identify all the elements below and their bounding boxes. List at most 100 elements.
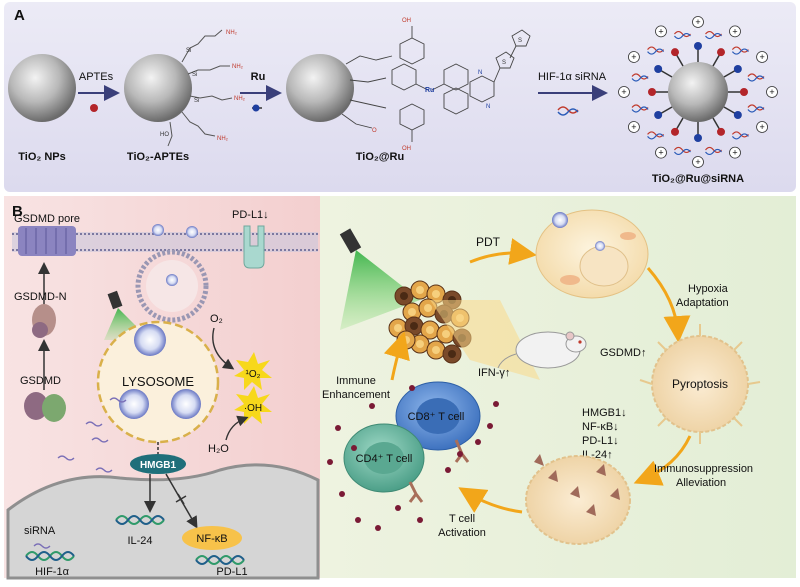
tio2-nanoparticle-icon bbox=[8, 54, 76, 122]
dna-il24-icon bbox=[115, 515, 165, 525]
arrow-hypoxia bbox=[646, 267, 691, 343]
label-gsdmd-n: GSDMD-N bbox=[14, 291, 67, 303]
label-hypoxia: Hypoxia bbox=[688, 283, 729, 295]
label-tcell: T cell bbox=[449, 513, 475, 525]
positive-charge-label: + bbox=[631, 122, 636, 132]
cd8-tcell-icon bbox=[395, 381, 481, 463]
label-gsdmd-up: GSDMD↑ bbox=[600, 347, 646, 359]
label-tio2-aptes: TiO₂-APTEs bbox=[127, 151, 189, 163]
label-pyroptosis: Pyroptosis bbox=[672, 377, 728, 391]
positive-charge-label: + bbox=[759, 52, 764, 62]
chem-nh2-2: NH₂ bbox=[232, 64, 244, 70]
pdl1-receptor-icon bbox=[243, 225, 265, 269]
pyroptosis-cell-icon bbox=[639, 324, 761, 444]
cell-membrane bbox=[12, 232, 318, 252]
chem-oh-top: OH bbox=[402, 18, 411, 24]
sirna-fragments bbox=[57, 397, 127, 473]
endocytosis-vesicle bbox=[135, 224, 209, 323]
chem-oh-bottom: OH bbox=[402, 146, 411, 152]
hmgb1-node bbox=[130, 454, 186, 474]
label-nfkb: NF-κB bbox=[196, 533, 227, 545]
lysosome bbox=[96, 320, 220, 444]
chem-nh: N bbox=[486, 104, 490, 110]
label-pdl1-down: PD-L1↓ bbox=[232, 209, 269, 221]
hydroxyl-radical-burst-icon bbox=[234, 386, 272, 424]
marker-nfkb: NF-κB↓ bbox=[582, 421, 619, 433]
positive-charge-label: + bbox=[695, 157, 700, 167]
gsdmd-n-protein-icon bbox=[32, 304, 56, 338]
chem-nh2-1: NH₂ bbox=[226, 30, 238, 36]
positive-charge-label: + bbox=[732, 148, 737, 158]
aptes-dot-icon bbox=[90, 104, 98, 112]
tumor-glow bbox=[430, 300, 540, 380]
laser-icon-right bbox=[339, 228, 420, 330]
label-immune: Immune bbox=[336, 375, 376, 387]
dna-hif-icon bbox=[25, 543, 75, 561]
ru-complex-icon bbox=[252, 104, 262, 112]
label-alleviation: Alleviation bbox=[676, 477, 726, 489]
chem-ru-center: Ru bbox=[425, 87, 434, 94]
marker-hmgb1: HMGB1↓ bbox=[582, 407, 627, 419]
gsdmd-protein-icon bbox=[24, 392, 66, 422]
marker-pdl1: PD-L1↓ bbox=[582, 435, 619, 447]
cd4-tcell-icon bbox=[343, 423, 425, 503]
marker-list: HMGB1↓ NF-κB↓ PD-L1↓ IL-24↑ bbox=[582, 407, 627, 461]
label-tio2-ru-sirna: TiO₂@Ru@siRNA bbox=[652, 173, 744, 185]
arrow-tcell-activation bbox=[458, 487, 523, 514]
chem-nh2-3: NH₂ bbox=[234, 96, 246, 102]
positive-charge-label: + bbox=[759, 122, 764, 132]
label-tio2-nps: TiO₂ NPs bbox=[18, 151, 65, 163]
label-adaptation: Adaptation bbox=[676, 297, 729, 309]
chem-o: O bbox=[372, 128, 377, 134]
chem-n: N bbox=[478, 70, 482, 76]
chem-si-1: Si bbox=[186, 48, 191, 54]
positive-charge-label: + bbox=[631, 52, 636, 62]
positive-charge-label: + bbox=[621, 87, 626, 97]
arrow-pdt bbox=[469, 238, 537, 265]
chem-s-2: S bbox=[518, 38, 522, 44]
positive-charge-label: + bbox=[658, 26, 663, 36]
positive-charge-label: + bbox=[732, 26, 737, 36]
sirna-small-icon bbox=[557, 106, 579, 116]
label-h2o: H₂O bbox=[208, 443, 229, 455]
label-enhancement: Enhancement bbox=[322, 389, 390, 401]
arrow-immunosuppression bbox=[633, 435, 692, 486]
cytokine-dots bbox=[327, 385, 499, 531]
label-activation: Activation bbox=[438, 527, 486, 539]
nfkb-node bbox=[182, 526, 242, 550]
positive-charge-label: + bbox=[695, 17, 700, 27]
arrow-h2o-to-oh bbox=[225, 415, 249, 441]
arrow-o2-to-singlet bbox=[212, 327, 235, 370]
singlet-oxygen-burst-icon bbox=[234, 352, 272, 390]
label-il24: IL-24 bbox=[127, 535, 152, 547]
label-gsdmd-pore: GSDMD pore bbox=[14, 213, 80, 225]
label-lysosome: LYSOSOME bbox=[122, 374, 194, 389]
alleviated-cell-icon bbox=[525, 454, 631, 545]
label-immunosuppression: Immunosuppression bbox=[654, 463, 753, 475]
label-cd4: CD4⁺ T cell bbox=[356, 453, 413, 465]
tio2-ru-sphere-icon bbox=[286, 54, 354, 122]
chem-si-2: Si bbox=[192, 72, 197, 78]
positive-charge-label: + bbox=[658, 148, 663, 158]
label-tio2-ru: TiO₂@Ru bbox=[356, 151, 404, 163]
positive-charge-label: + bbox=[769, 87, 774, 97]
reagent-aptes: APTEs bbox=[79, 71, 114, 83]
label-hydroxyl-radical: ·OH bbox=[244, 403, 262, 414]
label-ifn: IFN-γ↑ bbox=[478, 367, 510, 379]
chem-ho: HO bbox=[160, 132, 169, 138]
reagent-hif-sirna: HIF-1α siRNA bbox=[538, 71, 607, 83]
chem-s-1: S bbox=[502, 60, 506, 66]
reagent-ru: Ru bbox=[251, 71, 266, 83]
panel-a-letter: A bbox=[14, 7, 25, 24]
label-pdl1: PD-L1 bbox=[216, 566, 247, 578]
cancer-cell-icon bbox=[535, 209, 649, 299]
chem-nh2-4: NH₂ bbox=[217, 136, 229, 142]
panel-a-background bbox=[4, 2, 796, 192]
label-hif: HIF-1α bbox=[35, 566, 70, 578]
label-pdt: PDT bbox=[476, 235, 501, 249]
panel-b-letter: B bbox=[12, 203, 23, 220]
label-hmgb1: HMGB1 bbox=[140, 460, 177, 471]
inhibition-cross-icon bbox=[175, 493, 187, 505]
